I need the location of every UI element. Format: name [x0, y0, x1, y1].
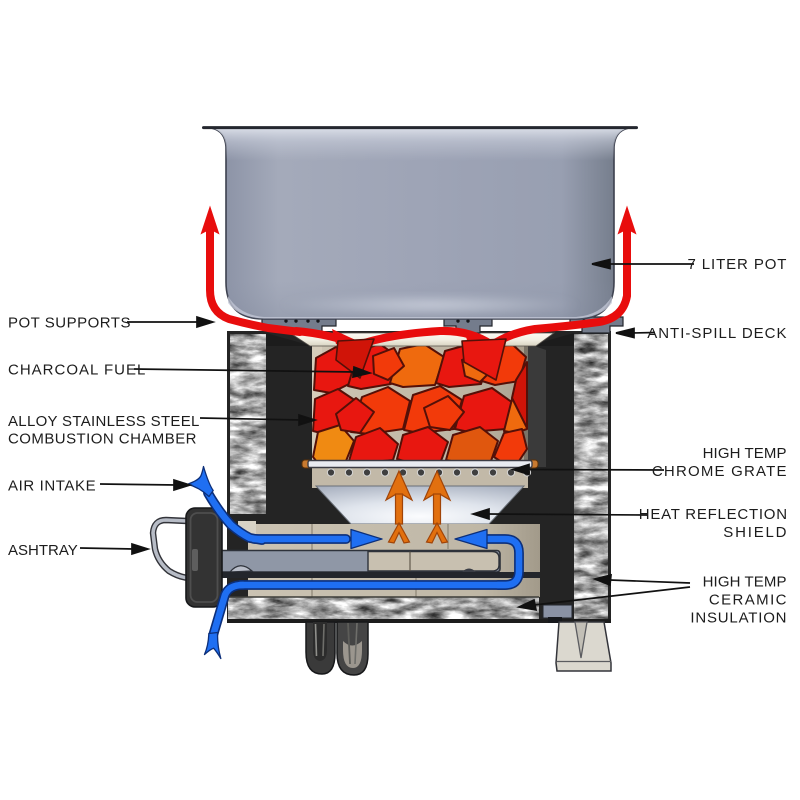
svg-text:INSULATION: INSULATION — [690, 610, 787, 627]
svg-text:7 LITER POT: 7 LITER POT — [687, 256, 787, 273]
svg-text:SHIELD: SHIELD — [723, 524, 788, 541]
svg-text:HIGH TEMP: HIGH TEMP — [703, 445, 787, 462]
svg-text:CERAMIC: CERAMIC — [709, 592, 788, 609]
svg-text:ALLOY STAINLESS STEEL: ALLOY STAINLESS STEEL — [8, 413, 200, 430]
svg-text:ANTI-SPILL DECK: ANTI-SPILL DECK — [647, 325, 787, 342]
svg-text:CHROME GRATE: CHROME GRATE — [652, 463, 788, 480]
svg-text:HEAT REFLECTION: HEAT REFLECTION — [639, 506, 788, 523]
svg-text:CHARCOAL FUEL: CHARCOAL FUEL — [8, 362, 146, 379]
svg-text:POT SUPPORTS: POT SUPPORTS — [8, 315, 131, 332]
svg-text:COMBUSTION CHAMBER: COMBUSTION CHAMBER — [8, 431, 197, 448]
svg-text:ASHTRAY: ASHTRAY — [8, 542, 78, 559]
svg-text:HIGH TEMP: HIGH TEMP — [703, 574, 787, 591]
svg-text:AIR INTAKE: AIR INTAKE — [8, 478, 96, 495]
